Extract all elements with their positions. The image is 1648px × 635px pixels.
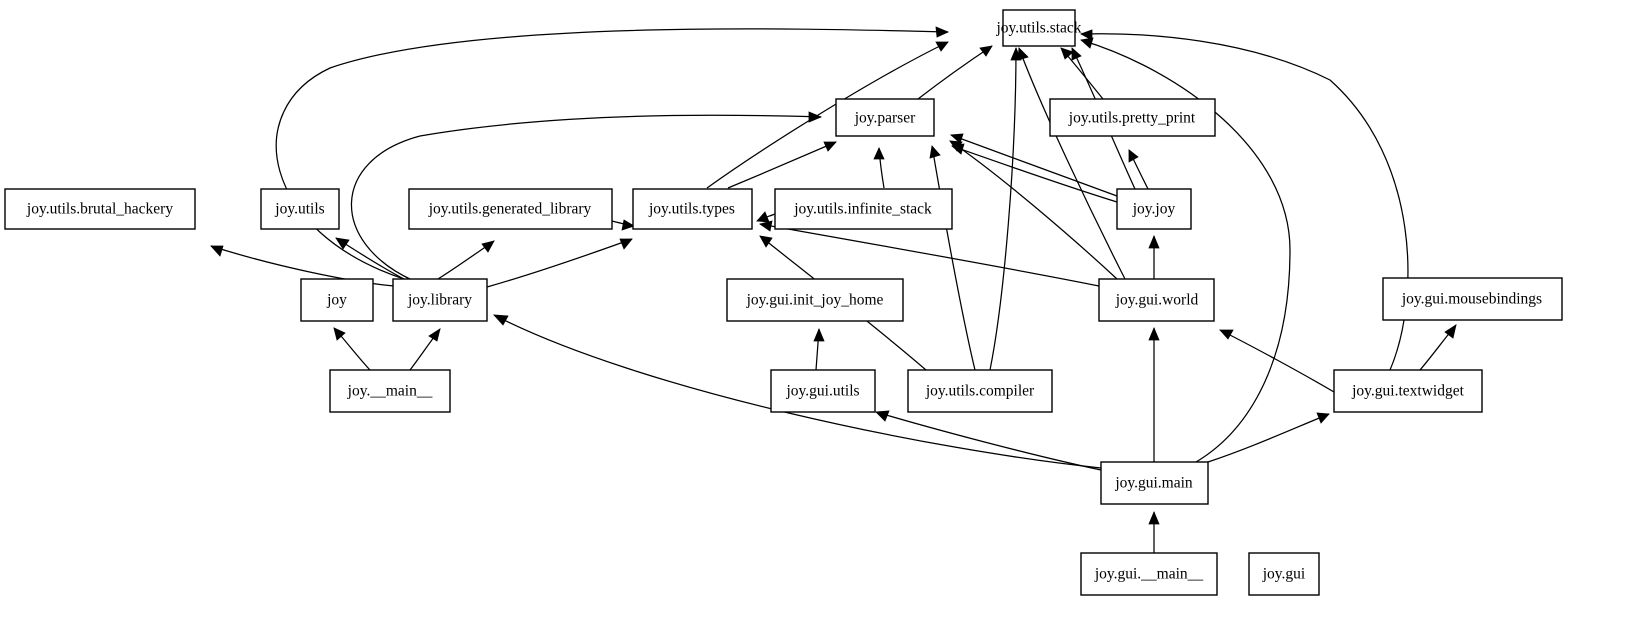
edge-joy-utils-pretty-print-to-joy-utils-stack	[1060, 47, 1104, 100]
node-joy-utils-generated-library[interactable]: joy.utils.generated_library	[408, 188, 613, 230]
edge-joy-gui-textwidget-to-joy-gui-mousebindings	[1419, 324, 1457, 371]
node-joy-utils-pretty-print[interactable]: joy.utils.pretty_print	[1049, 98, 1216, 137]
node-joy-utils[interactable]: joy.utils	[260, 188, 340, 230]
node-joy-utils-brutal-hackery[interactable]: joy.utils.brutal_hackery	[4, 188, 196, 230]
edge-joy-gui-world-to-joy-joy	[1148, 234, 1160, 279]
node-joy-utils-infinite-stack[interactable]: joy.utils.infinite_stack	[774, 188, 953, 230]
edge-joy-joy-to-joy-parser-2	[951, 143, 1118, 203]
node-label-joy-main-module: joy.__main__	[347, 383, 433, 400]
node-label-joy-joy: joy.joy	[1132, 201, 1176, 218]
node-label-joy-gui-main: joy.gui.main	[1114, 475, 1193, 492]
edge-joy-utils-infinite-stack-to-joy-parser	[873, 147, 885, 189]
edge-joy-gui-main-to-joy-gui-world	[1148, 326, 1160, 462]
node-label-joy-gui-utils: joy.gui.utils	[785, 383, 859, 400]
node-joy-gui-main[interactable]: joy.gui.main	[1100, 461, 1209, 505]
node-label-joy-utils: joy.utils	[274, 201, 324, 218]
node-label-joy-parser: joy.parser	[854, 110, 916, 127]
node-joy-gui-world[interactable]: joy.gui.world	[1098, 278, 1215, 322]
node-label-joy-gui-mousebindings: joy.gui.mousebindings	[1401, 291, 1542, 308]
edge-joy-utils-types-to-joy-parser	[727, 141, 837, 189]
edge-joy-library-to-joy-utils	[335, 237, 405, 280]
edge-joy-utils-infinite-stack-to-joy-utils-types	[756, 211, 776, 223]
node-label-joy-gui-main-module: joy.gui.__main__	[1094, 566, 1204, 583]
node-joy-joy[interactable]: joy.joy	[1116, 188, 1192, 230]
node-label-joy-utils-pretty-print: joy.utils.pretty_print	[1068, 110, 1196, 127]
edge-joy-gui-main-to-joy-gui-textwidget	[1207, 412, 1330, 463]
node-joy-gui-utils[interactable]: joy.gui.utils	[770, 369, 876, 413]
node-label-joy-gui-init-joy-home: joy.gui.init_joy_home	[746, 292, 884, 309]
edge-joy-utils-compiler-to-joy-utils-stack	[989, 46, 1022, 371]
edge-joy-gui-world-to-joy-utils-stack	[1017, 47, 1126, 280]
node-label-joy-utils-stack: joy.utils.stack	[995, 20, 1081, 37]
node-label-joy-gui-textwidget: joy.gui.textwidget	[1351, 383, 1464, 400]
edge-joy-gui-main-to-joy-gui-utils	[875, 410, 1102, 471]
node-joy-gui[interactable]: joy.gui	[1248, 552, 1320, 596]
edge-joy-gui-textwidget-to-joy-gui-world	[1219, 329, 1335, 393]
node-joy-utils-stack[interactable]: joy.utils.stack	[995, 9, 1082, 47]
edge-joy-gui-main-module-to-joy-gui-main	[1148, 510, 1160, 553]
node-label-joy-utils-infinite-stack: joy.utils.infinite_stack	[793, 201, 932, 218]
node-label-joy: joy	[326, 292, 347, 309]
edge-joy-gui-main-to-joy-utils-stack	[1080, 37, 1291, 463]
node-joy-utils-compiler[interactable]: joy.utils.compiler	[907, 369, 1053, 413]
node-layer: joy.utils.stack joy.parser joy.utils.pre…	[4, 9, 1563, 596]
node-label-joy-utils-brutal-hackery: joy.utils.brutal_hackery	[26, 201, 173, 218]
edge-joy-main-to-joy-library	[409, 328, 441, 371]
edge-joy-utils-compiler-to-joy-parser	[929, 145, 976, 371]
node-joy-utils-types[interactable]: joy.utils.types	[632, 188, 753, 230]
edge-joy-gui-utils-to-joy-gui-init-joy-home	[813, 327, 825, 371]
node-joy-gui-main-module[interactable]: joy.gui.__main__	[1080, 552, 1218, 596]
node-joy-gui-mousebindings[interactable]: joy.gui.mousebindings	[1382, 277, 1563, 321]
edge-joy-library-to-joy-utils-brutal-hackery	[210, 245, 395, 287]
edge-joy-gui-world-to-joy-utils-types	[759, 220, 1100, 287]
edge-joy-main-to-joy	[333, 327, 371, 371]
edge-joy-library-to-joy-utils-stack	[275, 26, 950, 280]
edge-joy-utils-generated-library-to-joy-utils-types	[611, 219, 635, 231]
edge-joy-utils-types-to-joy-utils-stack	[706, 41, 949, 189]
node-joy[interactable]: joy	[300, 278, 374, 322]
node-label-joy-utils-types: joy.utils.types	[648, 201, 735, 218]
edge-joy-library-to-joy-utils-types	[486, 238, 633, 288]
edge-joy-gui-world-to-joy-parser	[949, 140, 1118, 280]
node-label-joy-gui: joy.gui	[1262, 566, 1306, 583]
edge-joy-gui-main-to-joy-library	[493, 314, 1102, 469]
node-joy-library[interactable]: joy.library	[392, 278, 488, 322]
node-label-joy-utils-compiler: joy.utils.compiler	[925, 383, 1035, 400]
edge-joy-joy-to-joy-utils-pretty-print	[1128, 149, 1149, 190]
node-label-joy-library: joy.library	[407, 292, 472, 309]
node-joy-parser[interactable]: joy.parser	[835, 98, 935, 137]
edge-joy-joy-to-joy-parser	[950, 133, 1118, 197]
node-label-joy-gui-world: joy.gui.world	[1115, 292, 1199, 309]
edge-joy-library-to-joy-utils-generated-library	[437, 240, 495, 280]
node-label-joy-utils-generated-library: joy.utils.generated_library	[428, 201, 592, 218]
node-joy-main-module[interactable]: joy.__main__	[329, 369, 451, 413]
node-joy-gui-init-joy-home[interactable]: joy.gui.init_joy_home	[726, 278, 904, 322]
node-joy-gui-textwidget[interactable]: joy.gui.textwidget	[1333, 369, 1483, 413]
edge-joy-parser-to-joy-utils-stack	[917, 45, 993, 100]
